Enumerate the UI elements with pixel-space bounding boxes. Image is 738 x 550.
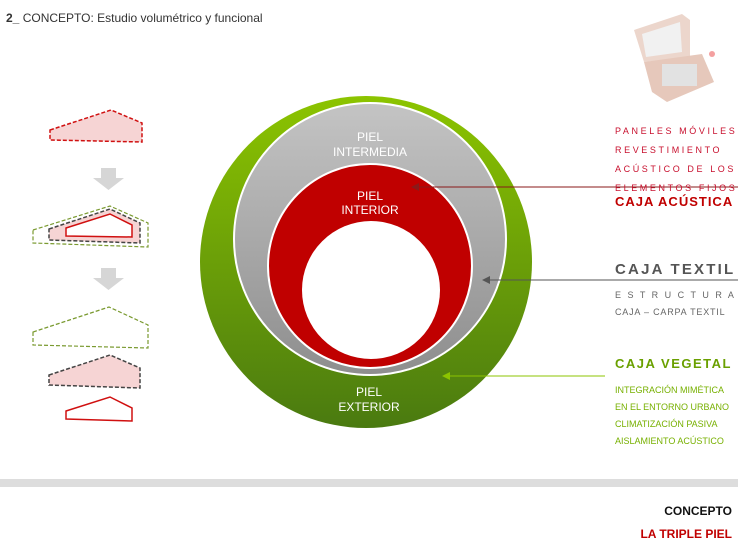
textil-description: E S T R U C T U R A CAJA – CARPA TEXTIL: [615, 287, 736, 321]
arrow-down-icon: [93, 168, 124, 190]
desc-line: ACÚSTICO DE LOS: [615, 164, 737, 174]
desc-line: INTEGRACIÓN MIMÉTICA: [615, 385, 725, 395]
label-intermedia-1: PIEL: [357, 130, 383, 144]
section-number: 2_: [6, 11, 20, 25]
desc-line: E S T R U C T U R A: [615, 290, 736, 300]
desc-line: PANELES MÓVILES: [615, 126, 738, 136]
vegetal-description: INTEGRACIÓN MIMÉTICA EN EL ENTORNO URBAN…: [615, 382, 729, 450]
acustica-description: PANELES MÓVILES REVESTIMIENTO ACÚSTICO D…: [615, 122, 738, 198]
footer-concept: CONCEPTO: [664, 504, 732, 518]
footer-divider: [0, 479, 738, 487]
arrowhead-icon: [482, 276, 490, 284]
caja-acustica-title: CAJA ACÚSTICA: [615, 194, 734, 209]
desc-line: EN EL ENTORNO URBANO: [615, 402, 730, 412]
volume-red-outline: [65, 213, 133, 238]
volume-sketches: [32, 109, 149, 422]
page-title: 2_ CONCEPTO: Estudio volumétrico y funci…: [6, 11, 263, 25]
desc-line: ELEMENTOS FIJOS: [615, 183, 738, 193]
volume-exterior: [32, 306, 149, 349]
section-title: CONCEPTO: Estudio volumétrico y funciona…: [22, 11, 263, 25]
arrowhead-icon: [442, 372, 450, 380]
music-box-photo: [612, 2, 730, 108]
caja-vegetal-title: CAJA VEGETAL: [615, 356, 732, 371]
volume-green-outline: [32, 205, 149, 248]
label-interior-2: INTERIOR: [341, 203, 399, 217]
label-exterior-2: EXTERIOR: [338, 400, 400, 414]
volume-interior: [65, 396, 133, 422]
desc-line: REVESTIMIENTO: [615, 145, 723, 155]
ring-core: [302, 221, 440, 359]
label-interior-1: PIEL: [357, 189, 383, 203]
volume-1: [49, 109, 143, 143]
caja-textil-title: CAJA TEXTIL: [615, 261, 736, 278]
volume-intermedia: [48, 354, 141, 389]
footer-subtitle: LA TRIPLE PIEL: [640, 527, 732, 541]
arrow-down-icon: [93, 268, 124, 290]
arrowhead-icon: [411, 183, 419, 191]
desc-line: CAJA – CARPA TEXTIL: [615, 307, 726, 317]
desc-line: CLIMATIZACIÓN PASIVA: [615, 419, 718, 429]
label-intermedia-2: INTERMEDIA: [333, 145, 407, 159]
label-exterior-1: PIEL: [356, 385, 382, 399]
desc-line: AISLAMIENTO ACÚSTICO: [615, 436, 724, 446]
